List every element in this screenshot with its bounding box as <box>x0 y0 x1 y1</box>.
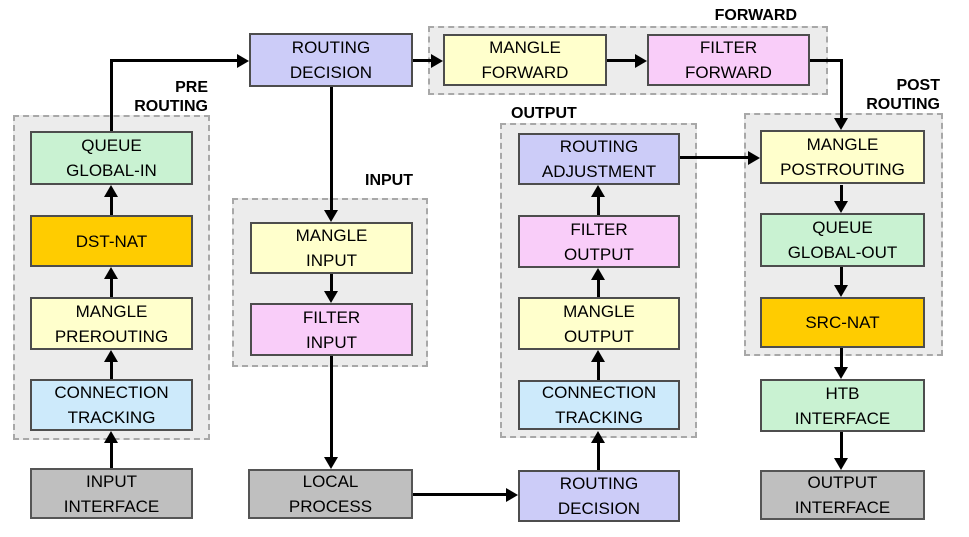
arrowhead-right <box>237 54 249 68</box>
node-label: FORWARD <box>481 63 569 82</box>
node-filter-forward: FILTER FORWARD <box>647 34 810 86</box>
node-queue-global-out: QUEUE GLOBAL-OUT <box>760 213 925 267</box>
node-mangle-prerouting: MANGLE PREROUTING <box>30 297 193 350</box>
node-label: FILTER <box>699 38 758 57</box>
node-label: INTERFACE <box>63 496 160 516</box>
node-label: OUTPUT <box>564 326 634 346</box>
node-label: ROUTING <box>291 38 371 57</box>
node-label: PREROUTING <box>54 326 169 346</box>
node-label: CONNECTION <box>54 383 169 402</box>
arrowhead-down <box>834 367 848 379</box>
node-label: INTERFACE <box>794 408 891 428</box>
node-local-process: LOCAL PROCESS <box>248 469 413 519</box>
group-label-input: INPUT <box>313 171 413 190</box>
group-label-line: ROUTING <box>134 98 208 115</box>
group-label-output: OUTPUT <box>511 104 631 123</box>
node-routing-decision-top: ROUTING DECISION <box>249 33 413 87</box>
node-label: POSTROUTING <box>780 160 905 179</box>
node-mangle-forward: MANGLE FORWARD <box>443 34 607 86</box>
node-label: OUTPUT <box>564 244 634 264</box>
node-label: FILTER <box>302 307 361 327</box>
group-label-line: PRE <box>175 79 208 96</box>
node-src-nat: SRC-NAT <box>760 297 925 348</box>
node-input-interface: INPUT INTERFACE <box>30 468 193 519</box>
node-label: MANGLE <box>489 38 561 57</box>
node-label: OUTPUT <box>807 473 878 492</box>
node-mangle-input: MANGLE INPUT <box>250 222 413 274</box>
node-connection-tracking-output: CONNECTION TRACKING <box>518 380 680 430</box>
node-label: INPUT <box>306 332 357 352</box>
group-label-line: POST <box>896 77 940 94</box>
arrowhead-up <box>104 267 118 279</box>
node-filter-input: FILTER INPUT <box>250 303 413 356</box>
group-label-line: FORWARD <box>714 7 797 24</box>
node-mangle-output: MANGLE OUTPUT <box>518 297 680 350</box>
node-output-interface: OUTPUT INTERFACE <box>760 470 925 520</box>
group-label-line: OUTPUT <box>511 105 577 122</box>
group-label-line: INPUT <box>365 172 413 189</box>
arrowhead-down <box>324 291 338 303</box>
node-label: FORWARD <box>685 63 772 82</box>
node-label: DECISION <box>289 63 373 82</box>
arrowhead-up <box>104 431 118 443</box>
node-label: PROCESS <box>288 497 373 516</box>
group-label-forward: FORWARD <box>650 6 797 25</box>
arrowhead-right <box>431 54 443 68</box>
arrowhead-down <box>834 118 848 130</box>
arrowhead-up <box>591 350 605 362</box>
node-label: QUEUE <box>812 218 873 237</box>
arrowhead-right <box>506 488 518 502</box>
node-routing-decision-bottom: ROUTING DECISION <box>518 470 680 522</box>
arrowhead-down <box>324 457 338 469</box>
node-queue-global-in: QUEUE GLOBAL-IN <box>30 131 193 185</box>
arrowhead-up <box>591 185 605 197</box>
node-label: FILTER <box>570 219 628 239</box>
node-label: ROUTING <box>559 137 639 156</box>
arrowhead-right <box>748 151 760 165</box>
group-label-prerouting: PRE ROUTING <box>58 78 208 116</box>
arrowhead-up <box>591 268 605 280</box>
arrowhead-up <box>591 431 605 443</box>
node-label: HTB <box>825 383 860 403</box>
node-label: GLOBAL-OUT <box>787 243 898 262</box>
arrowhead-down <box>834 285 848 297</box>
arrowhead-up <box>104 185 118 197</box>
node-label: SRC-NAT <box>805 313 880 332</box>
node-mangle-postrouting: MANGLE POSTROUTING <box>760 130 925 184</box>
node-label: ROUTING <box>559 474 639 493</box>
node-label: MANGLE <box>295 226 368 245</box>
node-label: ADJUSTMENT <box>541 162 657 181</box>
node-label: TRACKING <box>67 408 156 427</box>
arrowhead-down <box>324 210 338 222</box>
node-label: DECISION <box>557 499 641 518</box>
node-routing-adjustment: ROUTING ADJUSTMENT <box>518 133 680 185</box>
node-label: MANGLE <box>806 135 879 154</box>
node-htb-interface: HTB INTERFACE <box>760 379 925 432</box>
node-label: LOCAL <box>302 472 359 491</box>
node-label: INTERFACE <box>794 498 891 517</box>
node-label: GLOBAL-IN <box>66 161 157 180</box>
arrowhead-down <box>834 458 848 470</box>
group-label-postrouting: POST ROUTING <box>790 76 940 114</box>
group-label-line: ROUTING <box>866 96 940 113</box>
node-dst-nat: DST-NAT <box>30 215 193 267</box>
arrowhead-right <box>635 54 647 68</box>
node-label: MANGLE <box>563 301 635 321</box>
node-label: DST-NAT <box>75 231 148 251</box>
arrowhead-down <box>834 201 848 213</box>
node-label: INPUT <box>306 251 357 270</box>
node-label: INPUT <box>86 471 137 491</box>
node-label: CONNECTION <box>541 383 657 402</box>
node-label: QUEUE <box>81 136 142 155</box>
node-label: TRACKING <box>555 408 643 427</box>
arrowhead-up <box>104 350 118 362</box>
node-filter-output: FILTER OUTPUT <box>518 215 680 268</box>
node-label: MANGLE <box>75 301 148 321</box>
node-connection-tracking-pre: CONNECTION TRACKING <box>30 379 193 431</box>
